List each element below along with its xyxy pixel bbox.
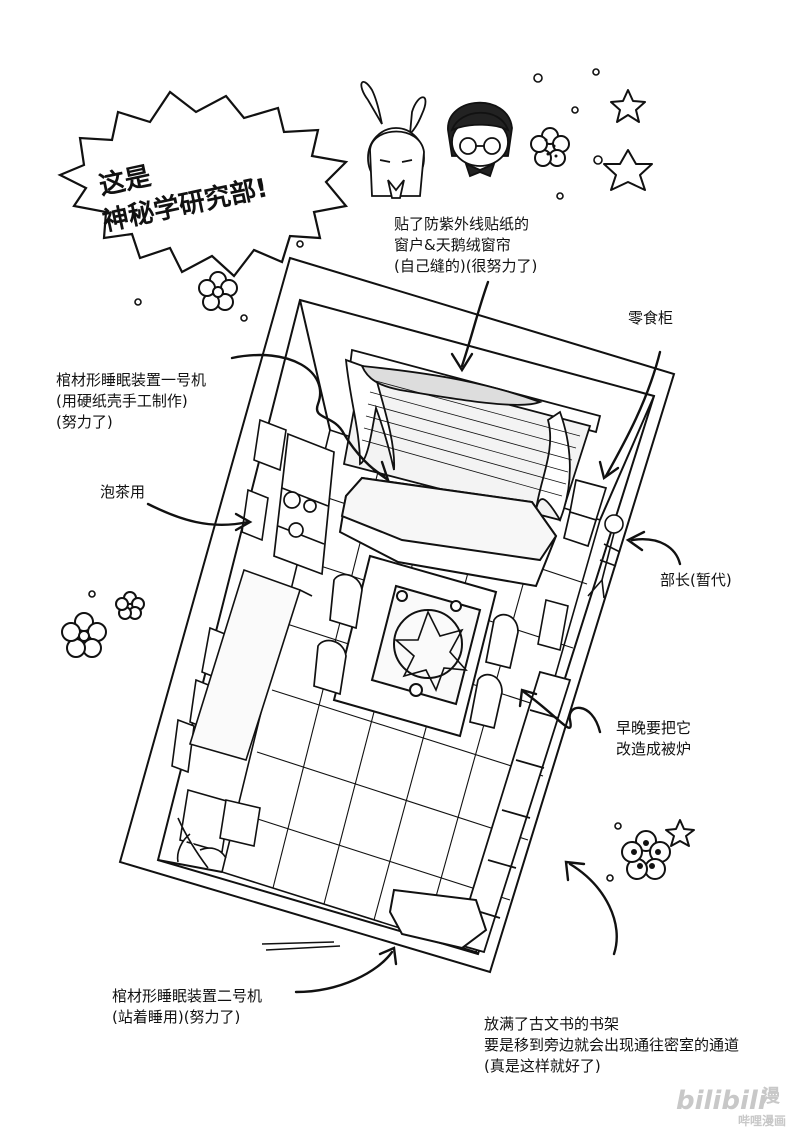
- watermark-brand: bilibili: [676, 1086, 767, 1116]
- bookshelf: [454, 670, 572, 954]
- label-coffin-2: 棺材形睡眠装置二号机 (站着睡用)(努力了): [112, 986, 262, 1028]
- label-coffin-2-line-2: (站着睡用)(努力了): [112, 1008, 241, 1026]
- label-president: 部长(暂代): [660, 571, 732, 589]
- label-coffin-2-line-1: 棺材形睡眠装置二号机: [112, 987, 263, 1005]
- speech-burst: [57, 90, 349, 278]
- label-kotatsu: 早晚要把它 改造成被炉: [616, 718, 691, 760]
- snack-cabinet: [562, 478, 608, 548]
- tea-shelf: [273, 432, 335, 576]
- label-coffin-1-line-2: (用硬纸壳手工制作): [56, 392, 188, 410]
- left-wall-frames: [171, 418, 313, 774]
- floor-box: [537, 598, 569, 652]
- coffin-bed-2: [388, 888, 488, 950]
- coffin-bed-1: [338, 476, 558, 588]
- label-tea: 泡茶用: [100, 483, 146, 501]
- character-bunny-girl: [360, 81, 427, 199]
- annotation-arrows: [146, 280, 682, 994]
- watermark-sub: 哔哩漫画: [738, 1114, 787, 1128]
- label-snack-cabinet: 零食柜: [628, 309, 674, 327]
- chairs: [313, 573, 519, 730]
- sparkle-decoration: [88, 68, 622, 882]
- label-kotatsu-line-2: 改造成被炉: [616, 740, 692, 758]
- label-bookshelf-line-1: 放满了古文书的书架: [484, 1015, 620, 1033]
- occult-table: [332, 554, 498, 738]
- label-window-line-3: (自己缝的)(很努力了): [394, 257, 538, 275]
- window-curtains: [342, 348, 602, 523]
- corner-props: [176, 788, 261, 869]
- label-bookshelf-line-2: 要是移到旁边就会出现通往密室的通道: [484, 1036, 740, 1054]
- label-bookshelf-line-3: (真是这样就好了): [484, 1057, 601, 1075]
- flower-dots: [544, 138, 661, 869]
- label-coffin-1-line-1: 棺材形睡眠装置一号机: [56, 371, 207, 389]
- label-coffin-1: 棺材形睡眠装置一号机 (用硬纸壳手工制作) (努力了): [56, 370, 206, 433]
- label-window: 贴了防紫外线贴纸的 窗户&天鹅绒窗帘 (自己缝的)(很努力了): [394, 214, 537, 277]
- label-window-line-2: 窗户&天鹅绒窗帘: [394, 236, 511, 254]
- door-sticks: [261, 941, 341, 951]
- skeleton-figure: [587, 514, 624, 599]
- watermark-manga-glyph: 漫: [762, 1086, 780, 1107]
- star-decoration: [603, 89, 695, 847]
- label-bookshelf: 放满了古文书的书架 要是移到旁边就会出现通往密室的通道 (真是这样就好了): [484, 1014, 739, 1077]
- window-slats: [361, 379, 581, 497]
- label-coffin-1-line-3: (努力了): [56, 413, 113, 431]
- label-window-line-1: 贴了防紫外线贴纸的: [394, 215, 530, 233]
- label-kotatsu-line-1: 早晚要把它: [616, 719, 692, 737]
- character-glasses-boy: [447, 101, 513, 178]
